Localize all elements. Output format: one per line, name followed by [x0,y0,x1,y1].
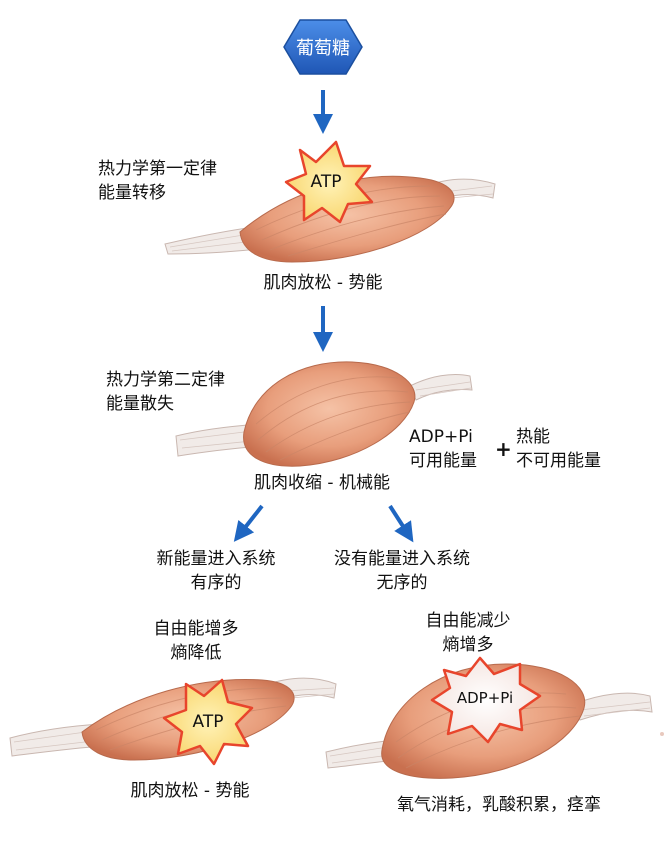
arrow-to-left-branch [233,504,264,542]
first-law-subtitle: 能量转移 [98,183,166,203]
atp-star-left: ATP [162,678,254,766]
right-entropy-line1: 自由能减少 [425,611,511,631]
product-usable-energy: 可用能量 [409,451,477,471]
state-cramp-right: 氧气消耗，乳酸积累，痉挛 [397,795,601,815]
left-condition-line2: 有序的 [190,573,242,593]
adp-label-right: ADP+Pi [457,689,513,707]
glucose-label: 葡萄糖 [296,38,350,59]
adp-star-right: ADP+Pi [430,656,542,744]
glucose-hexagon: 葡萄糖 [283,19,363,75]
atp-star-top: ATP [284,140,374,224]
muscle-contracted [175,361,473,467]
right-entropy-line2: 熵增多 [442,635,494,655]
right-condition-line1: 没有能量进入系统 [334,549,470,569]
product-plus-sign: + [495,437,512,461]
atp-label-top: ATP [311,172,342,192]
edge-dot [660,732,664,736]
first-law-title: 热力学第一定律 [98,159,217,179]
arrow-to-right-branch [388,504,414,543]
left-entropy-line2: 熵降低 [170,643,222,663]
atp-label-left: ATP [193,712,224,732]
state-contracted: 肌肉收缩 - 机械能 [254,473,390,493]
state-relaxed-top: 肌肉放松 - 势能 [263,273,383,293]
product-unusable-energy: 不可用能量 [516,451,601,471]
left-condition-line1: 新能量进入系统 [156,549,276,569]
right-condition-line2: 无序的 [376,573,428,593]
state-relaxed-left: 肌肉放松 - 势能 [130,781,250,801]
second-law-title: 热力学第二定律 [106,370,225,390]
product-heat: 热能 [516,427,550,447]
second-law-subtitle: 能量散失 [106,394,174,414]
product-adp-pi: ADP+Pi [409,427,473,447]
left-entropy-line1: 自由能增多 [153,619,239,639]
